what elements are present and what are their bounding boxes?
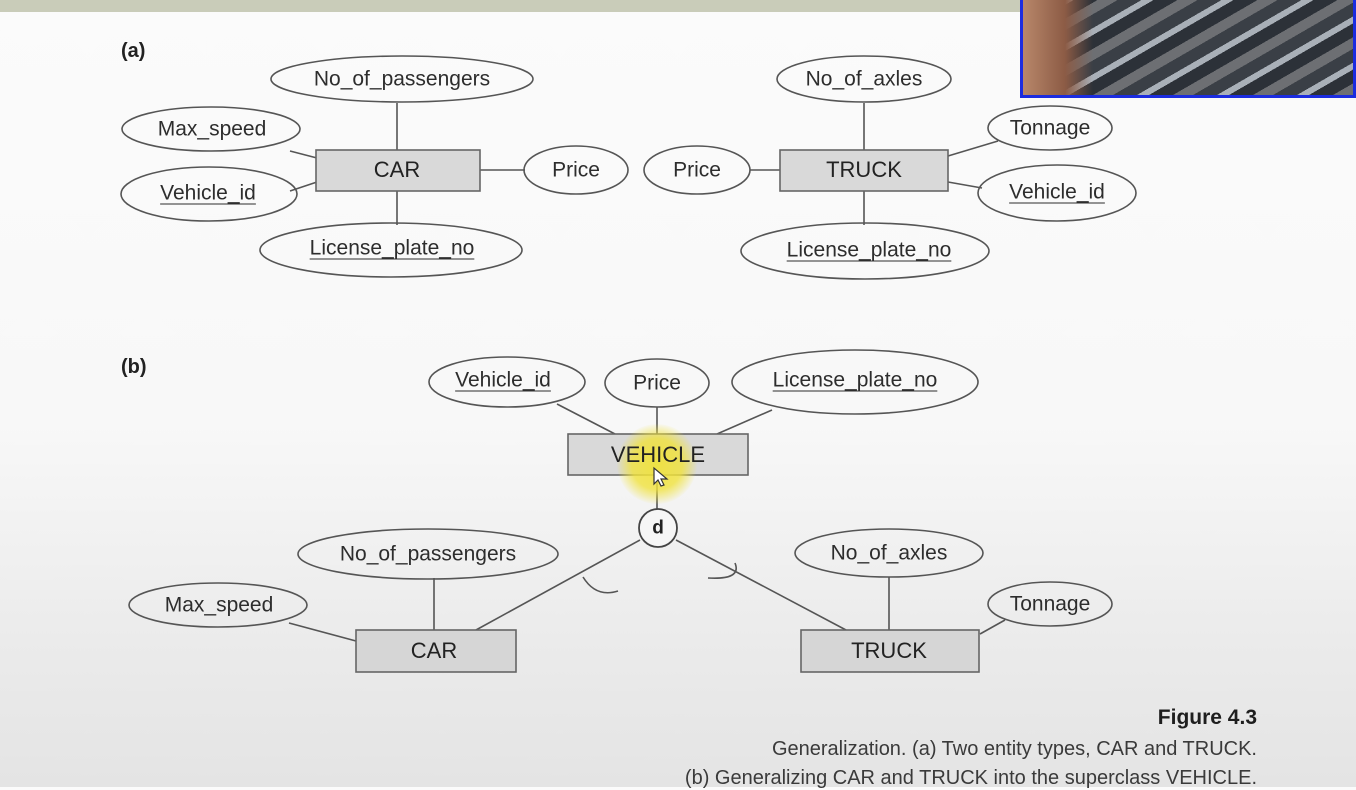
attr-no-of-axles — [794, 528, 984, 578]
attr-label: No_of_axles — [805, 67, 923, 91]
attr-license-plate-no — [259, 222, 523, 278]
webcam-presenter — [1023, 0, 1093, 95]
attr-price — [643, 145, 751, 195]
connector — [288, 622, 357, 642]
attr-label: No_of_passengers — [339, 542, 517, 566]
part-a-label: (a) — [121, 40, 146, 62]
entity-car-box — [355, 629, 517, 673]
webcam-overlay — [1020, 0, 1356, 98]
attr-no-of-axles — [776, 55, 952, 103]
key-attr-label: License_plate_no — [786, 238, 952, 262]
attr-license-plate-no — [740, 222, 990, 280]
entity-label: CAR — [373, 157, 421, 182]
attr-vehicle-id — [428, 356, 586, 408]
attr-no-of-passengers — [297, 528, 559, 580]
attr-tonnage — [987, 105, 1113, 151]
attr-label: Max_speed — [157, 117, 267, 141]
connector — [979, 619, 1006, 635]
connector — [947, 181, 983, 189]
slide-top-bar — [0, 0, 1356, 12]
figure-caption-line: Generalization. (a) Two entity types, CA… — [771, 738, 1257, 760]
attr-vehicle-id — [120, 166, 298, 222]
attr-label: No_of_passengers — [313, 67, 491, 91]
key-attr-label: Vehicle_id — [160, 181, 256, 205]
connector — [289, 181, 318, 192]
key-attr-label: Vehicle_id — [1009, 180, 1105, 204]
mouse-pointer-icon — [653, 466, 669, 487]
attr-label: Price — [633, 371, 681, 395]
disjoint-circle — [638, 508, 678, 548]
key-attr-label: Vehicle_id — [455, 368, 551, 392]
attr-tonnage — [987, 581, 1113, 627]
attr-vehicle-id — [977, 164, 1137, 222]
attr-label: Tonnage — [1009, 116, 1091, 140]
entity-label: CAR — [410, 638, 458, 663]
disjoint-label: d — [652, 517, 664, 539]
subclass-link-car — [475, 539, 641, 631]
entity-label: TRUCK — [851, 638, 927, 663]
attr-price — [523, 145, 629, 195]
part-b-label: (b) — [121, 356, 147, 378]
connector — [556, 403, 616, 435]
pointer-highlight — [617, 424, 697, 504]
subclass-link-truck — [675, 539, 847, 631]
entity-truck-box — [800, 629, 980, 673]
subset-symbol-car — [582, 576, 619, 594]
attr-max-speed — [121, 106, 301, 152]
attr-label: Tonnage — [1009, 592, 1091, 616]
attr-license-plate-no — [731, 349, 979, 415]
entity-label: VEHICLE — [610, 442, 706, 467]
attr-label: No_of_axles — [830, 541, 948, 565]
connector — [289, 150, 318, 159]
subset-symbol-truck — [707, 562, 737, 580]
key-attr-label: License_plate_no — [309, 236, 475, 260]
connector — [947, 140, 999, 157]
attr-label: Max_speed — [164, 593, 274, 617]
key-attr-label: License_plate_no — [772, 368, 938, 392]
entity-car-box — [315, 149, 481, 192]
attr-label: Price — [673, 158, 721, 182]
attr-price — [604, 358, 710, 408]
attr-label: Price — [552, 158, 600, 182]
entity-label: TRUCK — [826, 157, 902, 182]
connector — [716, 409, 773, 435]
figure-caption-line: (b) Generalizing CAR and TRUCK into the … — [684, 767, 1257, 789]
attr-max-speed — [128, 582, 308, 628]
attr-no-of-passengers — [270, 55, 534, 103]
figure-caption-title: Figure 4.3 — [1157, 706, 1257, 729]
entity-truck-box — [779, 149, 949, 192]
